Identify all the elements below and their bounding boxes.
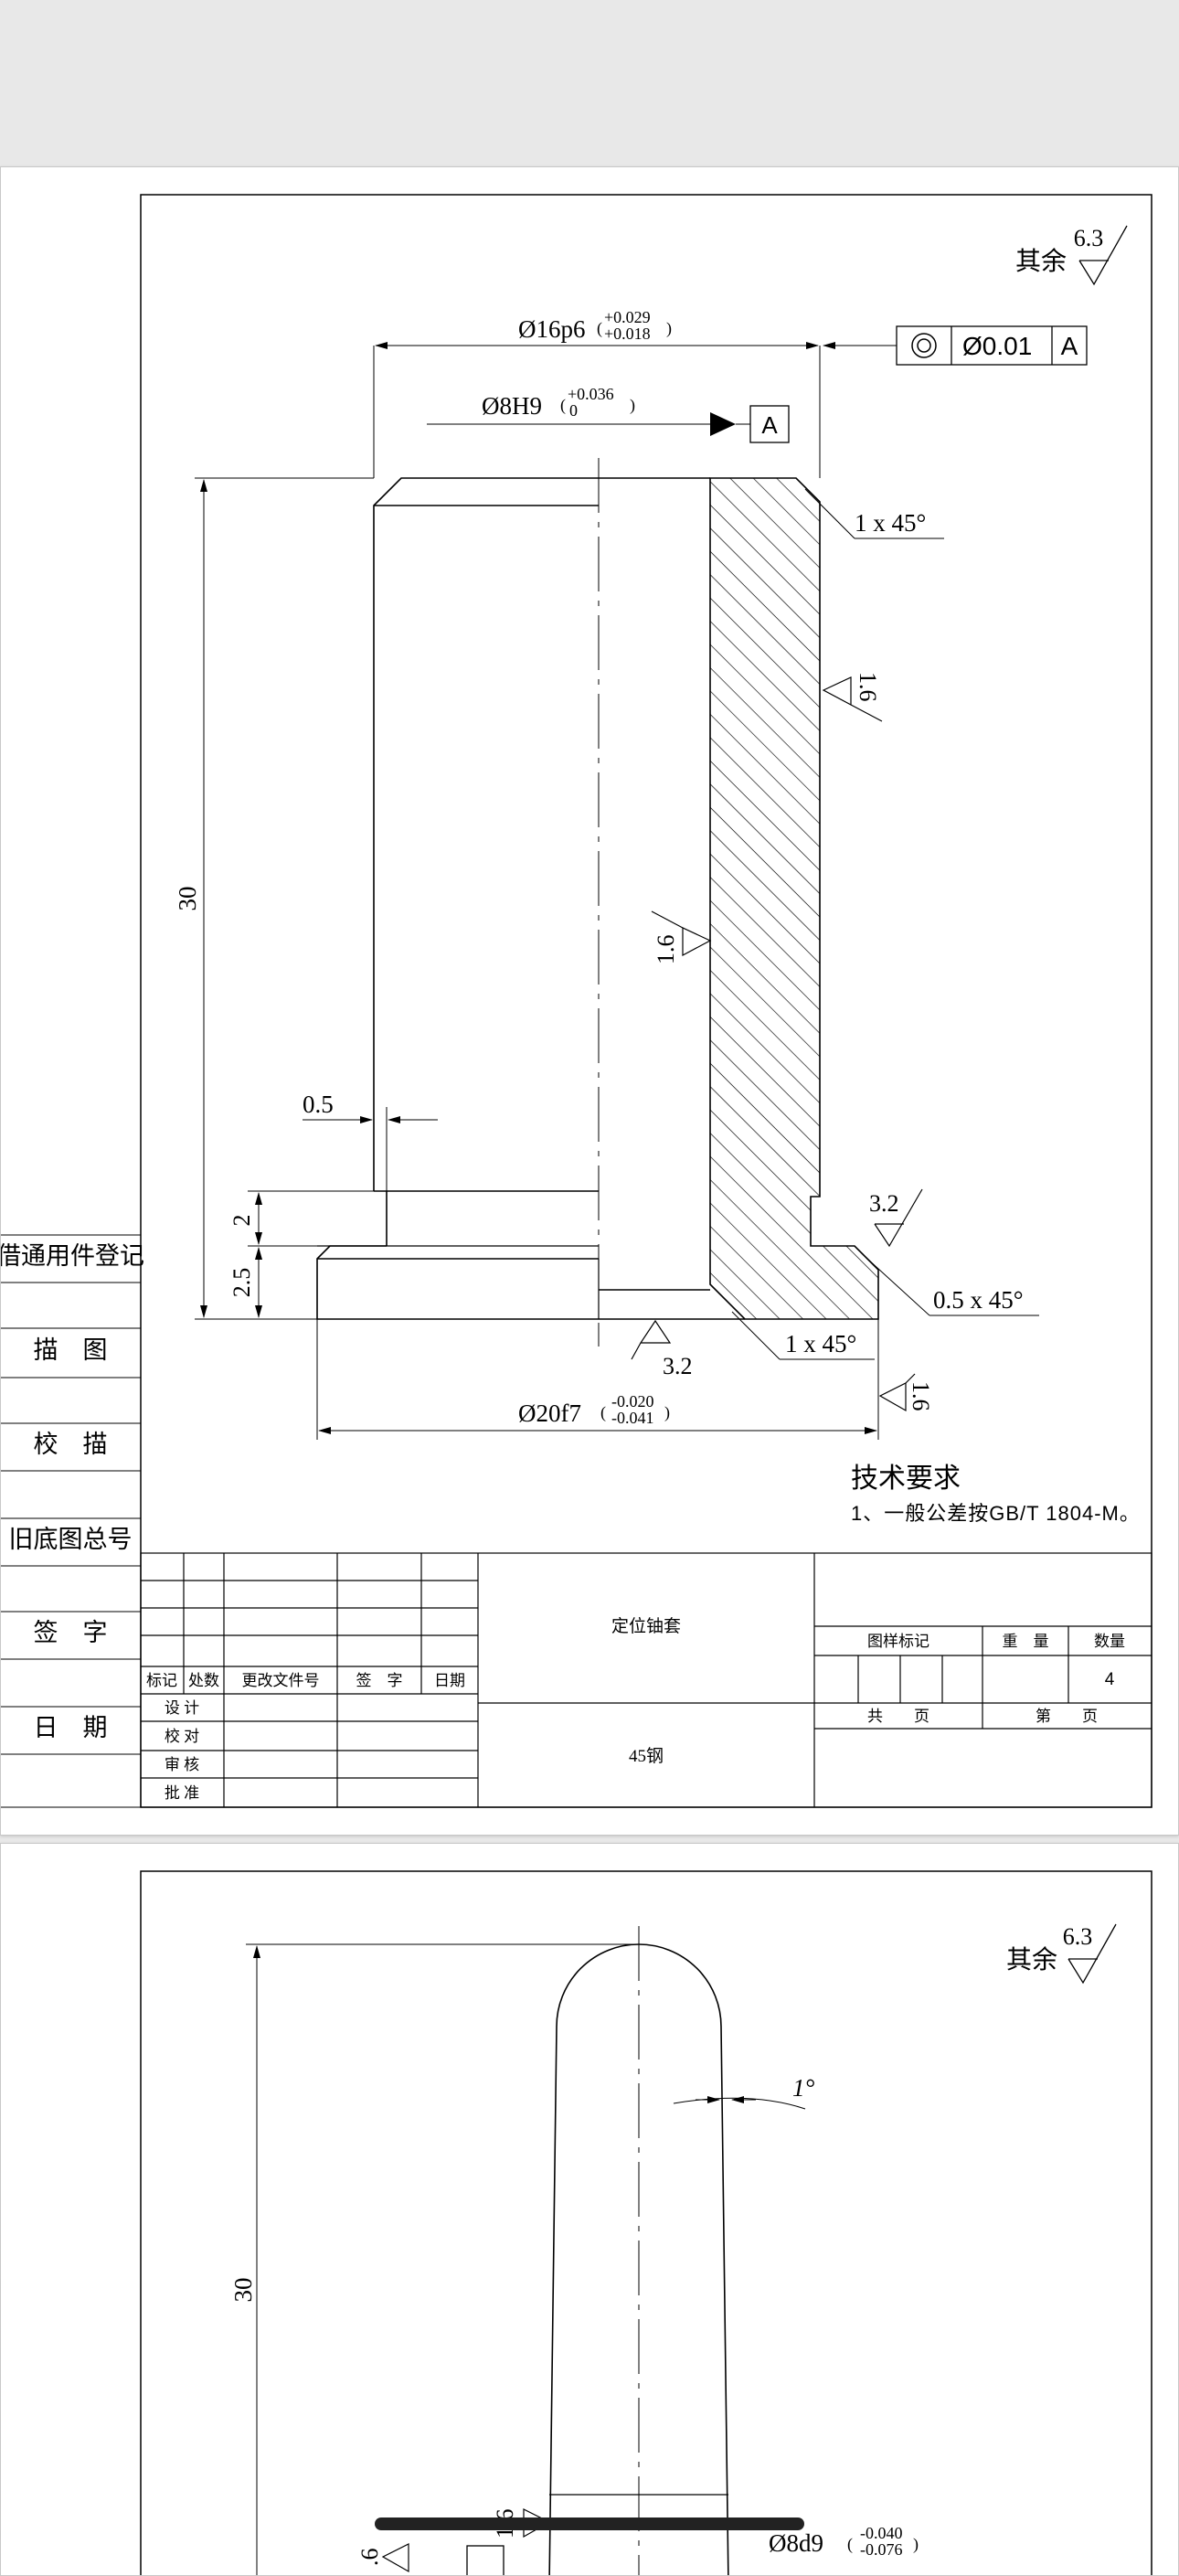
part-section-view — [316, 458, 879, 1347]
svg-text:): ) — [666, 319, 672, 338]
dim-tol-upper-2: -0.040 — [860, 2524, 903, 2542]
roughness-rest-label: 其余 — [1015, 247, 1067, 276]
drawing-sheet-2: 其余 6.3 30 1° 1.6 .6 Ø8d9 -0.040 -0.076 (… — [140, 1870, 1152, 2575]
dim-bore-tol-lower: 0 — [569, 401, 578, 420]
svg-text:(: ( — [847, 2535, 853, 2554]
tb-qty-label: 数量 — [1094, 1633, 1125, 1650]
side-label-check-trace: 校 描 — [34, 1431, 108, 1458]
tb-role-check: 校 对 — [165, 1728, 199, 1745]
rough-bore: 1.6 — [653, 935, 679, 965]
roughness-step-icon — [874, 1188, 923, 1248]
tb-role-design: 设 计 — [165, 1699, 199, 1717]
tb-mark-label: 图样标记 — [867, 1633, 929, 1650]
rough-step: 3.2 — [869, 1190, 899, 1217]
dim-bore: Ø8H9 — [482, 392, 542, 420]
roughness-symbol-icon-2 — [1067, 1923, 1117, 1985]
svg-text:(: ( — [597, 319, 602, 338]
rough-bottom: 3.2 — [663, 1353, 693, 1379]
roughness-rest-label-2: 其余 — [1006, 1945, 1057, 1975]
datum-box — [749, 405, 790, 443]
rough-outer: 1.6 — [855, 672, 881, 702]
side-label-trace: 描 图 — [34, 1336, 108, 1364]
tb-header-count: 处数 — [188, 1672, 219, 1689]
drawing-page-1: 借通用件登记 描 图 校 描 旧底图总号 签 字 日 期 其余 6.3 Ø16p… — [0, 166, 1179, 1836]
rough-left-2: .6 — [356, 2549, 383, 2567]
roughness-bore-icon — [651, 910, 712, 956]
drawing-sheet-1: 借通用件登记 描 图 校 描 旧底图总号 签 字 日 期 其余 6.3 Ø16p… — [1, 194, 1152, 1808]
side-label-old-base: 旧底图总号 — [9, 1526, 133, 1553]
roughness-rest-value: 6.3 — [1074, 225, 1104, 251]
drawing-frame-2 — [140, 1870, 1152, 2575]
tb-weight-label: 重 量 — [1003, 1633, 1049, 1650]
dim-length-2: 30 — [229, 2278, 257, 2303]
title-block — [140, 1552, 1152, 1808]
home-indicator[interactable] — [375, 2517, 804, 2530]
fcf-tolerance: Ø0.01 — [962, 332, 1032, 360]
svg-text:): ) — [630, 396, 635, 415]
roughness-rest-value-2: 6.3 — [1063, 1923, 1093, 1950]
roughness-bottom-icon — [631, 1319, 672, 1360]
tb-total-pages: 共 页 — [867, 1708, 929, 1725]
svg-text:): ) — [913, 2535, 919, 2554]
dim-wall: 0.5 — [303, 1091, 334, 1118]
dim-bore-tol-upper: +0.036 — [568, 385, 614, 403]
dim-outer-diameter: Ø16p6 — [518, 315, 586, 343]
chamfer-flange: 0.5 x 45° — [933, 1286, 1024, 1314]
tb-role-approve: 批 准 — [165, 1784, 199, 1802]
tech-title: 技术要求 — [851, 1464, 961, 1494]
dim-flange: Ø20f7 — [518, 1400, 581, 1427]
tb-sheet-number: 第 页 — [1036, 1708, 1098, 1725]
rough-flange: 1.6 — [908, 1381, 934, 1411]
tb-header-date: 日期 — [434, 1672, 465, 1689]
dim-flange-tol-upper: -0.020 — [611, 1392, 654, 1410]
side-label-signature: 签 字 — [34, 1619, 108, 1646]
chamfer-top: 1 x 45° — [855, 509, 926, 537]
roughness-flange-icon — [878, 1373, 916, 1412]
chamfer-bottom: 1 x 45° — [785, 1330, 856, 1357]
dim-outer-tol-upper: +0.029 — [604, 308, 651, 326]
dim-length: 30 — [174, 887, 201, 911]
feature-control-frame: Ø0.01 A — [896, 325, 1088, 366]
drawing-frame — [140, 194, 1152, 1808]
material: 45钢 — [629, 1746, 664, 1766]
dim-step-2: 2 — [228, 1215, 255, 1227]
concentricity-icon — [911, 333, 937, 358]
svg-text:(: ( — [560, 396, 566, 415]
roughness-outer-icon — [822, 676, 883, 722]
dim-step-25: 2.5 — [228, 1268, 255, 1298]
side-registration-column — [1, 1234, 141, 1808]
tb-header-doc: 更改文件号 — [242, 1672, 320, 1689]
roughness-symbol-icon — [1078, 225, 1128, 286]
tb-header-mark: 标记 — [146, 1672, 177, 1689]
fcf-datum: A — [1061, 332, 1078, 360]
drawing-page-2: 其余 6.3 30 1° 1.6 .6 Ø8d9 -0.040 -0.076 (… — [0, 1843, 1179, 2576]
part-name: 定位铀套 — [611, 1616, 681, 1636]
svg-text:(: ( — [600, 1403, 606, 1422]
svg-text:): ) — [664, 1403, 670, 1422]
dim-diameter-2: Ø8d9 — [769, 2529, 823, 2557]
tb-qty-value: 4 — [1105, 1670, 1115, 1689]
tb-header-sign: 签 字 — [356, 1672, 403, 1689]
datum-label: A — [761, 411, 778, 439]
side-label-date: 日 期 — [34, 1714, 108, 1741]
dim-outer-tol-lower: +0.018 — [604, 325, 651, 343]
tech-item-1: 1、一般公差按GB/T 1804-M。 — [851, 1502, 1141, 1525]
pin-view — [548, 1926, 729, 2575]
dim-taper: 1° — [792, 2074, 815, 2102]
dim-tol-lower-2: -0.076 — [860, 2540, 903, 2559]
tb-role-review: 审 核 — [165, 1756, 199, 1773]
side-label-borrow: 借通用件登记 — [1, 1242, 144, 1270]
dim-flange-tol-lower: -0.041 — [611, 1409, 654, 1427]
